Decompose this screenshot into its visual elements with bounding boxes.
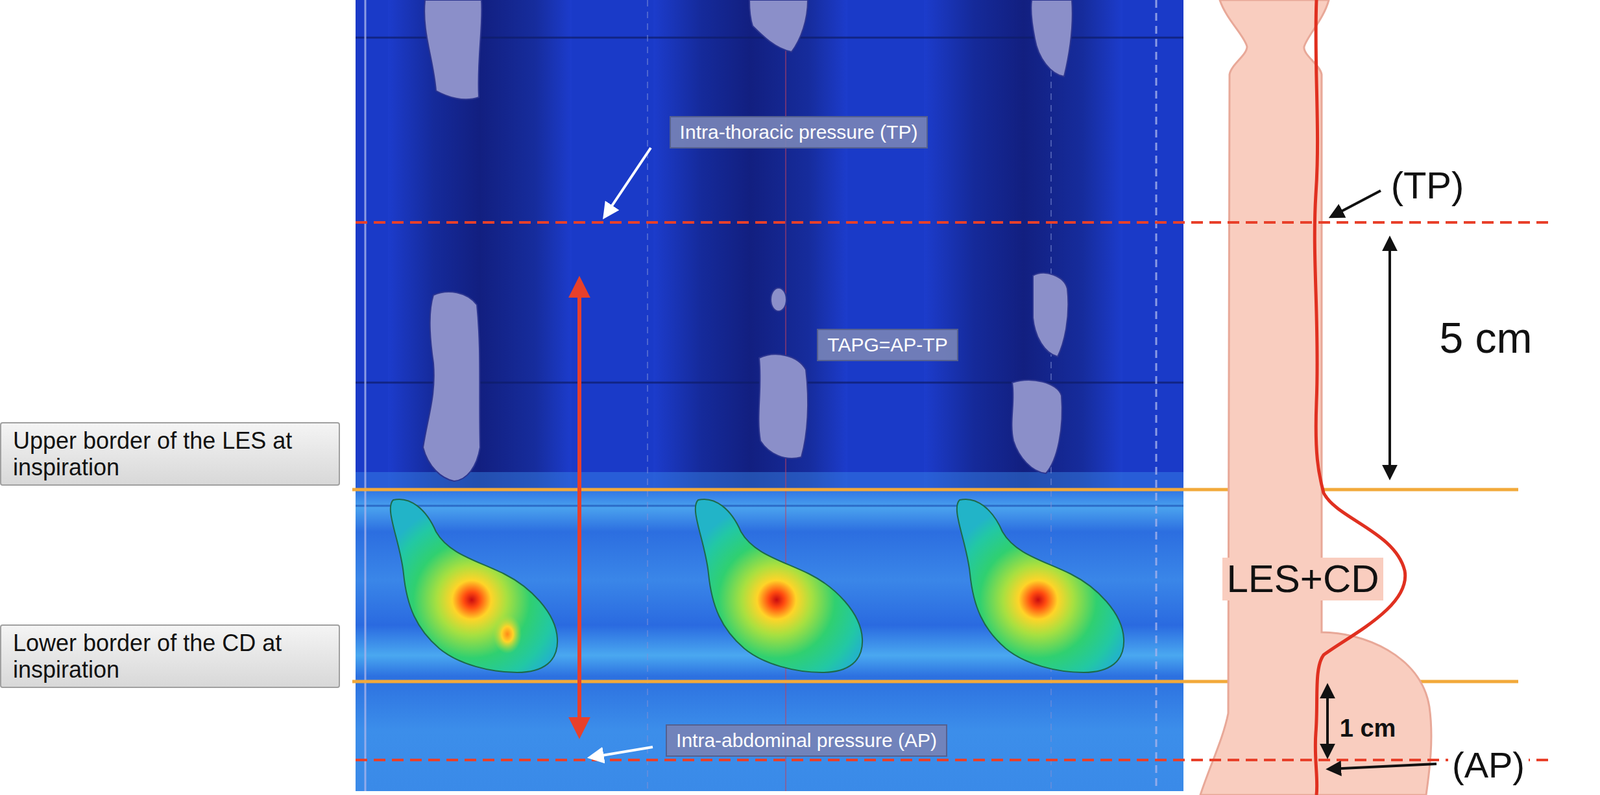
box-text: Upper border of the LES at inspiration: [12, 427, 328, 482]
border-line: [352, 488, 1519, 492]
esophagus-outline: [1200, 0, 1432, 795]
pressure-label: (AP): [1448, 745, 1529, 786]
pressure-line: [355, 759, 1552, 762]
leader-arrow: [590, 747, 653, 758]
border-label-box: Lower border of the CD at inspiration: [0, 624, 340, 690]
pressure-line: [355, 221, 1552, 224]
pressure-topography: [355, 0, 1184, 792]
dimension-arrow: [1388, 238, 1392, 478]
dimension-label: 1 cm: [1335, 715, 1401, 743]
gradient-arrow: [577, 280, 582, 736]
pressure-label-box: Intra-abdominal pressure (AP): [665, 724, 948, 758]
border-label-box: Upper border of the LES at inspiration: [0, 422, 340, 487]
box-text: TAPG=AP-TP: [827, 334, 948, 357]
dimension-label: 5 cm: [1435, 314, 1536, 363]
pressure-label: (TP): [1387, 164, 1469, 207]
dimension-arrow: [1326, 686, 1329, 757]
region-label: LES+CD: [1222, 557, 1383, 601]
leader-arrow: [1331, 190, 1381, 217]
leader-arrow: [604, 147, 651, 217]
leader-arrow: [1328, 764, 1437, 770]
pressure-label-box: Intra-thoracic pressure (TP): [669, 116, 929, 150]
box-text: Lower border of the CD at inspiration: [12, 630, 328, 684]
catheter-line: [1314, 0, 1405, 795]
box-text: Intra-thoracic pressure (TP): [679, 121, 919, 145]
formula-box: TAPG=AP-TP: [816, 328, 958, 363]
box-text: Intra-abdominal pressure (AP): [676, 729, 937, 753]
